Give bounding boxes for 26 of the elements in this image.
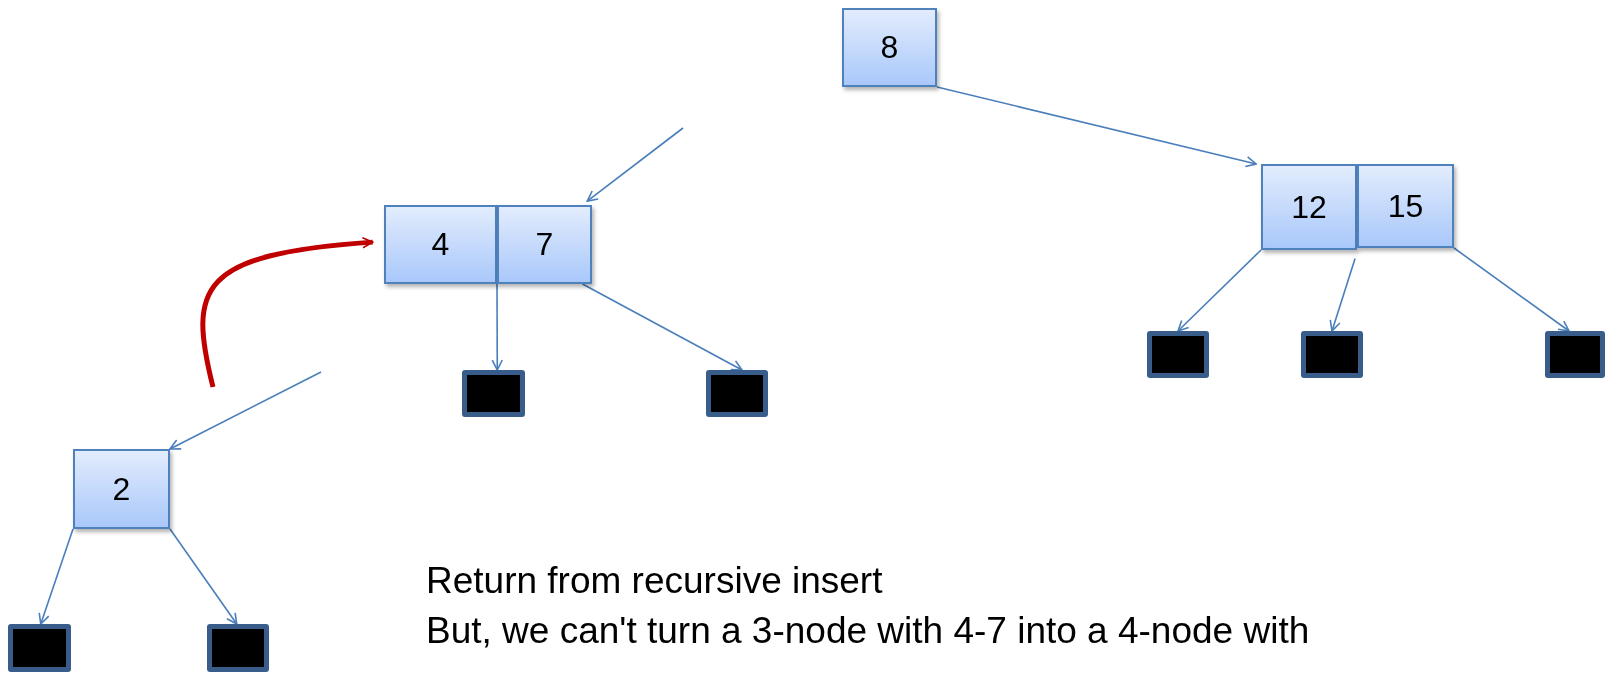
leaf-box xyxy=(207,624,269,672)
key-box: 4 xyxy=(384,205,497,284)
arrow xyxy=(169,371,322,450)
leaf-box xyxy=(1147,331,1209,378)
key-box: 2 xyxy=(73,449,170,529)
note-text: Return from recursive insert xyxy=(426,559,884,603)
leaf-box xyxy=(1545,331,1605,378)
curved-arrow xyxy=(200,237,374,388)
leaf-box xyxy=(1301,331,1363,378)
key-box: 15 xyxy=(1357,164,1454,248)
leaf-box xyxy=(8,624,71,672)
leaf-box xyxy=(462,370,525,417)
arrow xyxy=(581,283,743,371)
arrow xyxy=(1453,247,1570,332)
key-box: 7 xyxy=(497,205,592,284)
arrow xyxy=(586,127,684,202)
arrow xyxy=(169,528,238,625)
arrow xyxy=(936,86,1257,168)
leaf-box xyxy=(706,370,768,417)
note-text: But, we can't turn a 3-node with 4-7 into a 4-node with xyxy=(426,609,1310,653)
key-box: 12 xyxy=(1261,164,1357,250)
arrow xyxy=(491,283,504,371)
key-box: 8 xyxy=(842,8,937,87)
arrow xyxy=(1177,249,1262,332)
arrow xyxy=(38,528,74,625)
arrow xyxy=(1329,257,1356,332)
